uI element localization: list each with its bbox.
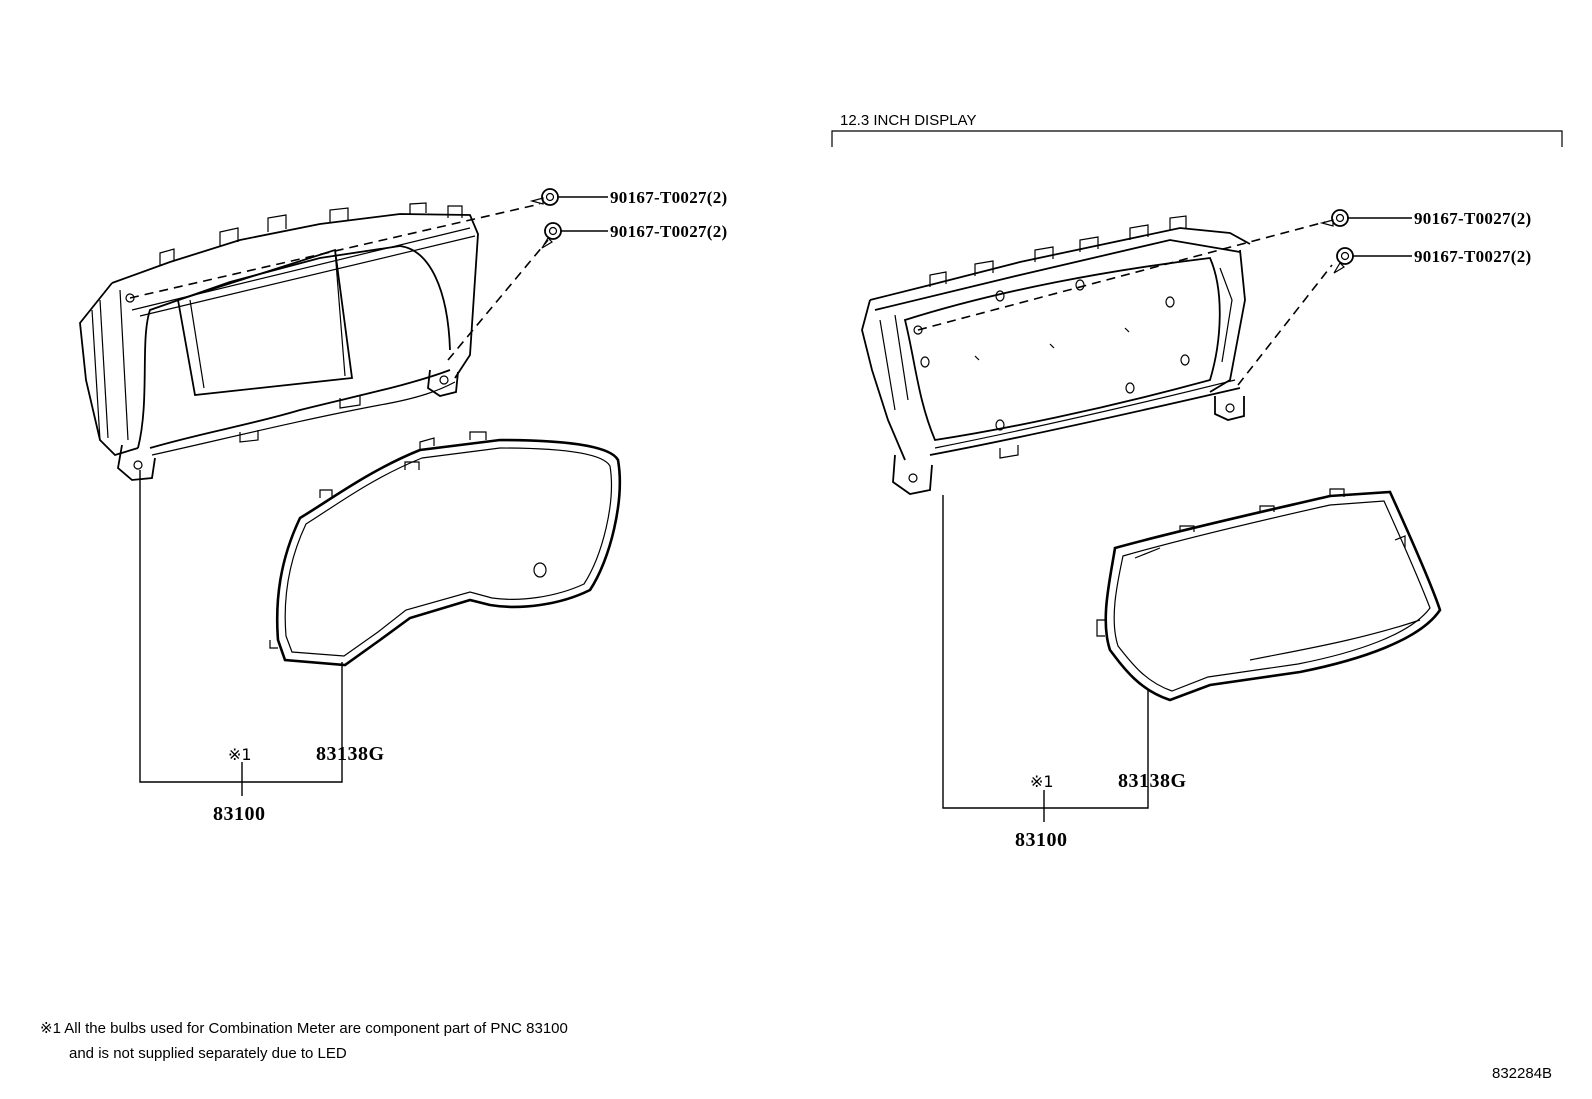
note-mark-left: ※1 <box>228 745 252 764</box>
section-bracket: 12.3 INCH DISPLAY <box>831 112 1563 147</box>
meter-cover-left <box>269 431 622 667</box>
callout-left <box>139 470 343 796</box>
footnote-line-1: ※1 All the bulbs used for Combination Me… <box>40 1020 568 1037</box>
screw-part-number-right-lower: 90167-T0027(2) <box>1414 247 1532 266</box>
screw-left-lower <box>541 222 562 249</box>
footnote-line-2: and is not supplied separately due to LE… <box>69 1045 347 1062</box>
screw-right-lower <box>1333 247 1354 274</box>
combination-meter-right <box>861 215 1333 495</box>
screw-left-upper <box>529 188 559 206</box>
screw-part-number-left-upper: 90167-T0027(2) <box>610 188 728 207</box>
meter-part-number-left: 83100 <box>213 803 266 825</box>
section-title: 12.3 INCH DISPLAY <box>840 112 976 129</box>
illustration-code: 832284B <box>1492 1065 1552 1082</box>
screw-right-upper <box>1319 209 1349 227</box>
note-mark-right: ※1 <box>1030 772 1054 791</box>
screw-part-number-right-upper: 90167-T0027(2) <box>1414 209 1532 228</box>
meter-part-number-right: 83100 <box>1015 829 1068 851</box>
cover-part-number-right: 83138G <box>1118 770 1187 792</box>
screw-part-number-left-lower: 90167-T0027(2) <box>610 222 728 241</box>
cover-part-number-left: 83138G <box>316 743 385 765</box>
callout-right <box>942 495 1149 822</box>
combination-meter-left <box>79 202 549 481</box>
meter-cover-right <box>1096 488 1442 702</box>
